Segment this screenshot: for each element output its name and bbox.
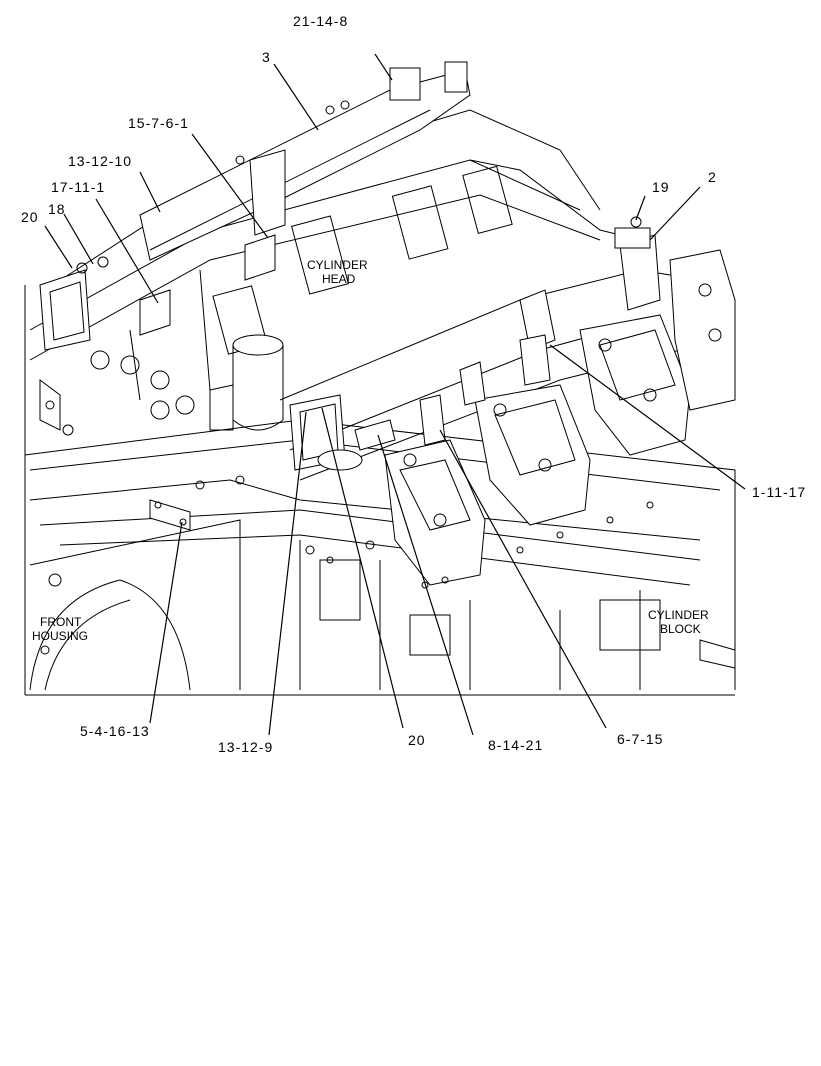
- callout-20-top: 20: [21, 209, 39, 225]
- rocker-assemblies-drawing: [384, 249, 736, 586]
- callout-5-4-16-13: 5-4-16-13: [80, 723, 150, 739]
- callout-13-12-10: 13-12-10: [68, 153, 132, 169]
- cylinder-block-label-line1: CYLINDER: [648, 608, 709, 622]
- callout-18: 18: [48, 201, 66, 217]
- callout-labels: 21-14-8 3 15-7-6-1 13-12-10 17-11-1 20 1…: [21, 13, 806, 755]
- front-housing-label-line1: FRONT: [40, 615, 82, 629]
- callout-3: 3: [262, 49, 271, 65]
- callout-8-14-21: 8-14-21: [488, 737, 543, 753]
- callout-13-12-9: 13-12-9: [218, 739, 273, 755]
- callout-21-14-8: 21-14-8: [293, 13, 348, 29]
- engine-artwork: [24, 61, 736, 696]
- callout-15-7-6-1: 15-7-6-1: [128, 115, 189, 131]
- injector-tubes-drawing: [354, 334, 551, 451]
- thermostat-housing-drawing: [209, 334, 284, 431]
- area-labels: CYLINDER HEAD FRONT HOUSING CYLINDER BLO…: [32, 258, 709, 643]
- cylinder-head-label-line1: CYLINDER: [307, 258, 368, 272]
- bracket-drawing: [149, 499, 191, 531]
- callout-19: 19: [652, 179, 670, 195]
- callout-2: 2: [708, 169, 717, 185]
- callout-17-11-1: 17-11-1: [51, 179, 105, 195]
- leader-lines: [44, 53, 746, 736]
- callout-1-11-17: 1-11-17: [752, 484, 806, 500]
- upper-manifold-drawing: [139, 61, 471, 336]
- upper-cylinder-head-drawing: [29, 109, 641, 420]
- cylinder-block-drawing: [24, 419, 736, 690]
- front-housing-label-line2: HOUSING: [32, 629, 88, 643]
- cylinder-head-label-line2: HEAD: [322, 272, 356, 286]
- callout-6-7-15: 6-7-15: [617, 731, 663, 747]
- cylinder-block-label-line2: BLOCK: [660, 622, 701, 636]
- front-housing-drawing: [29, 519, 241, 691]
- left-end-plate-drawing: [39, 256, 109, 436]
- callout-20-bottom: 20: [408, 732, 426, 748]
- bolt-details-drawing: [195, 475, 654, 589]
